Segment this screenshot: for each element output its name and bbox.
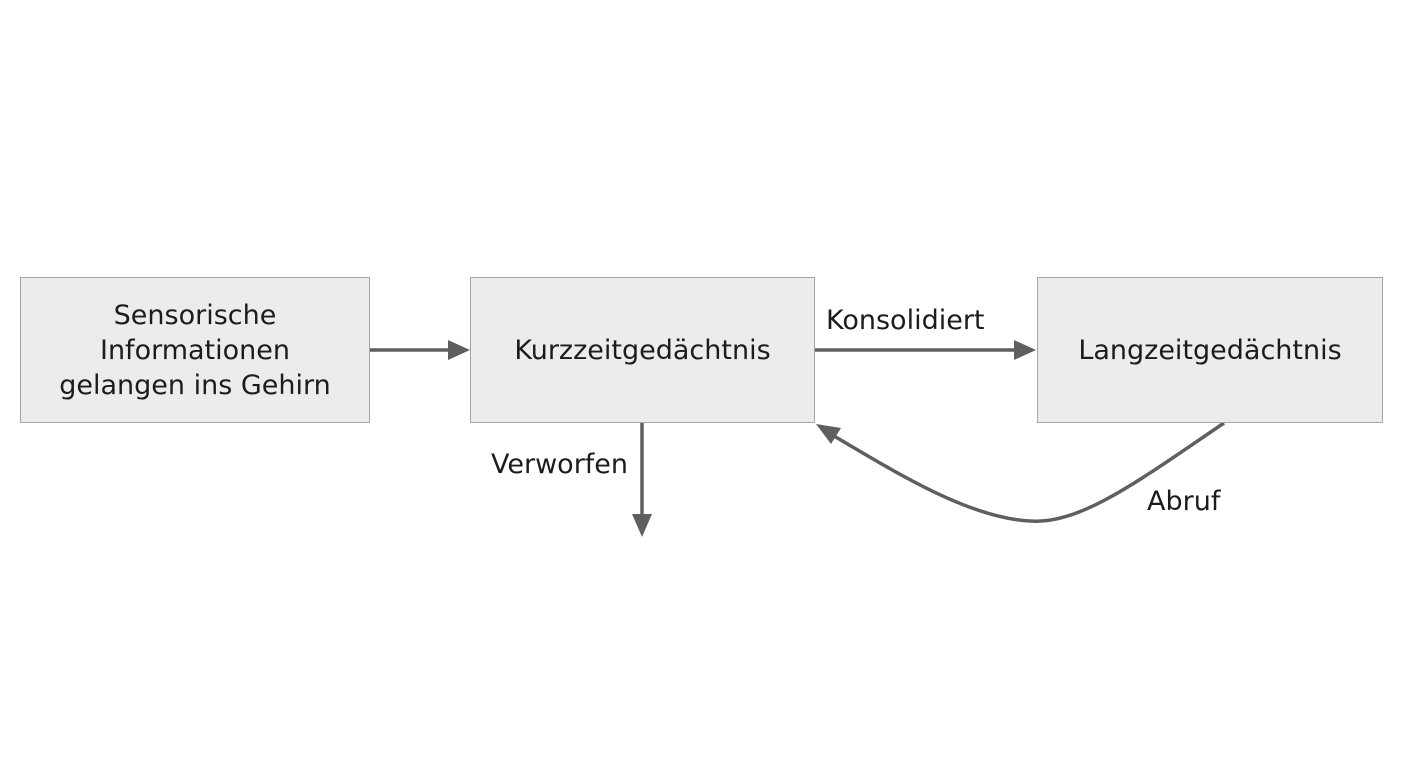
arrowhead-retrieval <box>816 424 841 444</box>
arrowhead-consolidated <box>1014 340 1036 360</box>
arrow-retrieval <box>833 421 1225 523</box>
node-short-term-memory: Kurzzeitgedächtnis <box>470 277 815 423</box>
node-sensory-information: Sensorische Informationen gelangen ins G… <box>20 277 370 423</box>
arrowhead-sensory-to-short-term <box>448 340 470 360</box>
arrowhead-discarded <box>632 514 652 537</box>
edge-label-discarded: Verworfen <box>491 449 629 480</box>
node-long-term-label: Langzeitgedächtnis <box>1078 334 1342 366</box>
edge-label-consolidated: Konsolidiert <box>826 305 985 336</box>
edge-label-retrieval: Abruf <box>1147 486 1221 517</box>
node-long-term-memory: Langzeitgedächtnis <box>1037 277 1383 423</box>
node-sensory-label: Sensorische Informationen gelangen ins G… <box>59 299 331 401</box>
node-short-term-label: Kurzzeitgedächtnis <box>514 334 771 366</box>
